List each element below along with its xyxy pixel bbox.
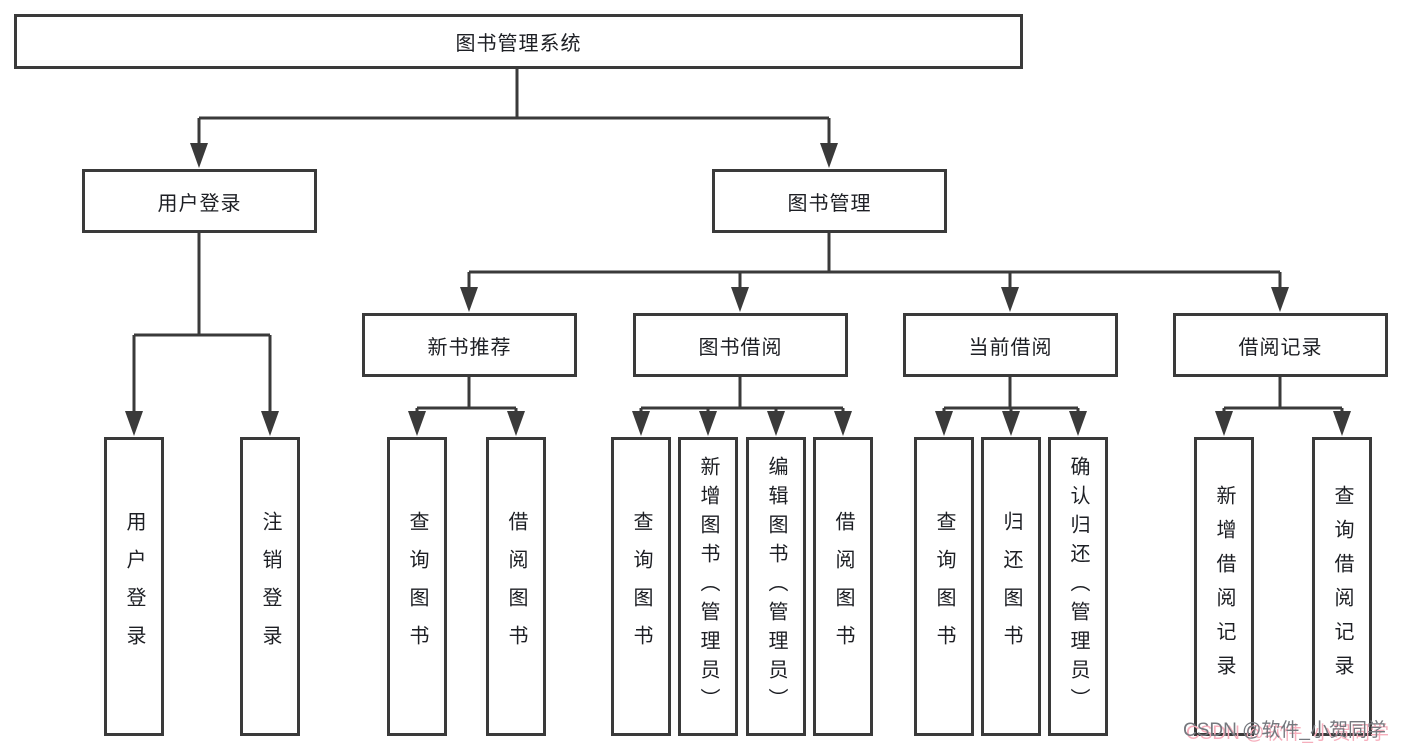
node-book-management: 图书管理 — [712, 169, 947, 233]
connector-borrow-record-to-children — [1222, 377, 1344, 414]
node-label: 查询借阅记录 — [1331, 484, 1353, 689]
node-label: 查询图书 — [933, 510, 955, 663]
node-label: 图书管理 — [787, 192, 872, 215]
node-label: 新增借阅记录 — [1213, 484, 1235, 689]
arrowheads-book-borrow-children — [632, 411, 852, 436]
node-label: 借阅记录 — [1238, 336, 1323, 359]
node-borrow-books-2: 借阅图书 — [813, 437, 873, 736]
node-library-management-system: 图书管理系统 — [14, 14, 1023, 69]
node-logout-action: 注销登录 — [240, 437, 300, 736]
connector-root-to-level2 — [197, 68, 831, 145]
node-new-book-recommend: 新书推荐 — [362, 313, 577, 377]
node-label: 当前借阅 — [968, 336, 1053, 359]
node-return-books: 归还图书 — [981, 437, 1041, 736]
node-label: 确认归还（管理员） — [1067, 456, 1089, 717]
node-label: 图书管理系统 — [455, 33, 582, 55]
arrowheads-borrow-record-children — [1215, 411, 1351, 436]
node-label: 注销登录 — [259, 510, 281, 663]
node-current-borrow: 当前借阅 — [903, 313, 1118, 377]
node-user-login-action: 用户登录 — [104, 437, 164, 736]
node-add-borrow-record: 新增借阅记录 — [1194, 437, 1254, 736]
node-user-login: 用户登录 — [82, 169, 317, 233]
node-label: 用户登录 — [157, 192, 242, 215]
node-label: 归还图书 — [1000, 510, 1022, 663]
connector-book-management-to-level3 — [467, 233, 1282, 290]
node-query-books-1: 查询图书 — [387, 437, 447, 736]
arrowheads-current-borrow-children — [935, 411, 1087, 436]
node-label: 新增图书（管理员） — [697, 456, 719, 717]
connector-book-borrow-to-children — [639, 377, 845, 414]
node-confirm-return-admin: 确认归还（管理员） — [1048, 437, 1108, 736]
csdn-watermark: CSDN @软件_小贺同学 — [1183, 720, 1386, 741]
arrowheads-root-to-level2 — [190, 143, 838, 168]
node-query-books-2: 查询图书 — [611, 437, 671, 736]
connector-new-book-to-children — [415, 377, 518, 414]
connector-current-borrow-to-children — [942, 377, 1080, 414]
node-label: 编辑图书（管理员） — [765, 456, 787, 717]
arrowheads-user-login-children — [125, 411, 279, 436]
arrowheads-level3 — [460, 287, 1289, 312]
connector-user-login-to-children — [132, 233, 272, 413]
node-label: 新书推荐 — [427, 336, 512, 359]
node-label: 查询图书 — [630, 510, 652, 663]
node-label: 图书借阅 — [698, 336, 783, 359]
node-borrow-books-1: 借阅图书 — [486, 437, 546, 736]
node-label: 用户登录 — [123, 510, 145, 663]
node-book-borrow: 图书借阅 — [633, 313, 848, 377]
node-label: 借阅图书 — [832, 510, 854, 663]
node-edit-books-admin: 编辑图书（管理员） — [746, 437, 806, 736]
node-label: 查询图书 — [406, 510, 428, 663]
node-add-books-admin: 新增图书（管理员） — [678, 437, 738, 736]
node-query-books-3: 查询图书 — [914, 437, 974, 736]
node-borrow-record: 借阅记录 — [1173, 313, 1388, 377]
arrowheads-new-book-children — [408, 411, 525, 436]
node-query-borrow-record: 查询借阅记录 — [1312, 437, 1372, 736]
node-label: 借阅图书 — [505, 510, 527, 663]
